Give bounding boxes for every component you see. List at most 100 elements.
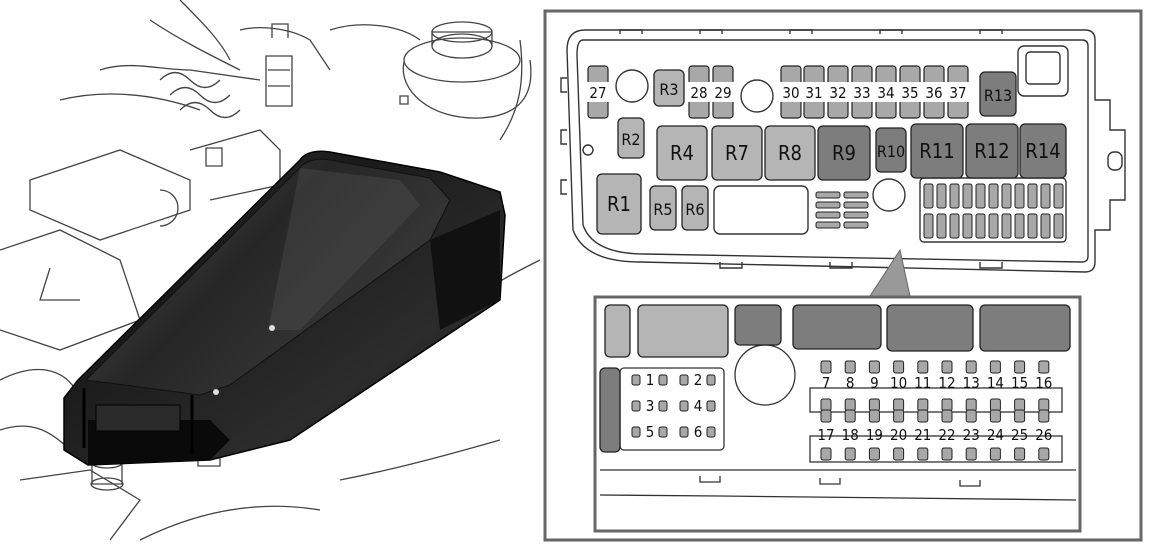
relay-body <box>817 125 871 181</box>
fuse-body <box>893 398 905 412</box>
fuse-body <box>631 426 641 438</box>
fuse-body <box>893 409 905 423</box>
fuse-20: 20 <box>890 409 907 461</box>
fuse-body <box>631 374 641 386</box>
fuse-label: 26 <box>1035 426 1052 444</box>
relay-body <box>1019 123 1067 179</box>
relay-partial <box>599 367 621 453</box>
fuse-body <box>1038 398 1050 412</box>
mini-fuse-symbol <box>949 213 960 239</box>
fuse-label: 1 <box>646 371 655 389</box>
fuse-body <box>658 426 668 438</box>
fuse-body <box>1038 409 1050 423</box>
fuse-label: 16 <box>1035 374 1052 392</box>
fuse-body <box>989 360 1001 374</box>
fuse-36: 36 <box>923 65 945 119</box>
mini-fuse-symbol <box>843 221 869 229</box>
fuse-26: 26 <box>1035 409 1052 461</box>
fuse-label: 22 <box>938 426 955 444</box>
relay-partial <box>734 304 782 346</box>
fuse-body <box>965 409 977 423</box>
fuse-1: 1 <box>631 371 668 389</box>
fuse-body <box>820 409 832 423</box>
fuse-label: 5 <box>646 423 655 441</box>
fuse-label: 9 <box>870 374 879 392</box>
fuse-body <box>631 400 641 412</box>
mini-fuse-symbol <box>1040 213 1051 239</box>
mini-fuse-symbol <box>949 183 960 209</box>
fuse-body <box>820 447 832 461</box>
relay-partial <box>792 304 882 350</box>
relay-partial <box>604 304 631 358</box>
fuse-24: 24 <box>987 409 1004 461</box>
fuse-8: 8 <box>844 360 856 412</box>
fuse-35: 35 <box>899 65 921 119</box>
relay-r12: R12 <box>965 123 1019 179</box>
fuse-label: 18 <box>842 426 859 444</box>
relay-label: R6 <box>685 200 704 219</box>
relay-body <box>649 185 677 231</box>
mini-fuse-symbol <box>975 183 986 209</box>
fuse-body <box>1014 398 1026 412</box>
fuse-label: 11 <box>914 374 931 392</box>
fuse-box-housing <box>560 29 1126 273</box>
relay-r14: R14 <box>1019 123 1067 179</box>
fuse-label: 2 <box>694 371 703 389</box>
mini-fuse-symbol <box>815 191 841 199</box>
relay-label: R7 <box>725 141 749 165</box>
mini-fuse-symbol <box>936 183 947 209</box>
fuse-label: 13 <box>963 374 980 392</box>
fuse-15: 15 <box>1011 360 1028 412</box>
fuse-label: 8 <box>846 374 855 392</box>
fuse-body <box>1014 360 1026 374</box>
relay-body <box>653 69 685 107</box>
fuse-body <box>1014 447 1026 461</box>
fuse-body <box>893 447 905 461</box>
relay-r9: R9 <box>817 125 871 181</box>
relay-partial <box>886 304 974 352</box>
fuse-body <box>917 409 929 423</box>
relay-r11: R11 <box>910 123 964 179</box>
fuse-label: 4 <box>694 397 703 415</box>
relay-body <box>979 71 1017 117</box>
relay-label: R12 <box>974 139 1009 163</box>
fuse-body <box>706 400 716 412</box>
fuse-body <box>989 398 1001 412</box>
relay-body <box>681 185 709 231</box>
relay-label: R14 <box>1025 139 1060 163</box>
fuse-9: 9 <box>868 360 880 412</box>
relay-label: R4 <box>670 141 694 165</box>
fuse-19: 19 <box>866 409 883 461</box>
relay-r2: R2 <box>617 117 645 159</box>
fuse-body <box>1038 360 1050 374</box>
fuse-body <box>941 360 953 374</box>
fuse-25: 25 <box>1011 409 1028 461</box>
fuse-label: 34 <box>877 84 894 102</box>
relay-partial <box>637 304 729 358</box>
mini-fuse-symbol <box>1040 183 1051 209</box>
fuse-label: 12 <box>938 374 955 392</box>
fuse-label: 17 <box>817 426 834 444</box>
mini-fuse-symbol <box>962 183 973 209</box>
fuse-body <box>965 360 977 374</box>
relay-label: R9 <box>832 141 856 165</box>
fuse-4: 4 <box>679 397 716 415</box>
relay-r7: R7 <box>711 125 763 181</box>
fuse-28: 28 <box>688 65 710 119</box>
relay-r13: R13 <box>979 71 1017 117</box>
fuse-label: 23 <box>963 426 980 444</box>
fuse-label: 33 <box>853 84 870 102</box>
fuse-body <box>989 409 1001 423</box>
fuse-label: 21 <box>914 426 931 444</box>
relay-body <box>875 127 907 173</box>
relay-body <box>596 173 642 235</box>
fuse-label: 3 <box>646 397 655 415</box>
fuse-13: 13 <box>963 360 980 412</box>
fuse-body <box>893 360 905 374</box>
relay-body <box>617 117 645 159</box>
detail-housing <box>599 344 1077 501</box>
fuse-10: 10 <box>890 360 907 412</box>
relay-r1: R1 <box>596 173 642 235</box>
